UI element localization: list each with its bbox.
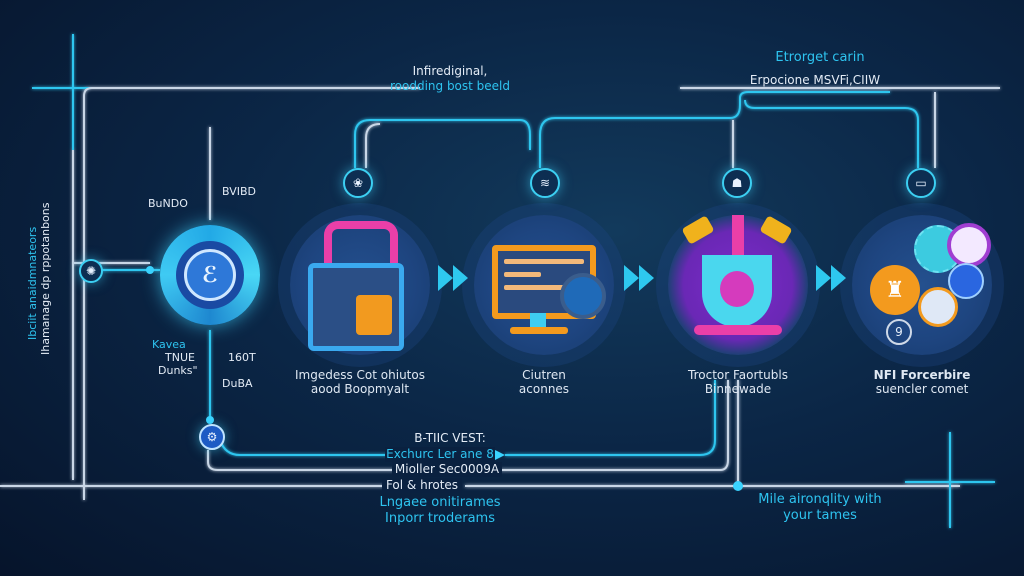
robot-icon xyxy=(356,295,392,335)
sparkle-bottom-right xyxy=(905,432,995,528)
bottom-right-1: Mile aironqlity with xyxy=(758,492,882,507)
token-orange-icon xyxy=(918,287,958,327)
hub-label-top-left: BuNDO xyxy=(148,197,188,210)
bottom-sub-1: Lngaee onitirames xyxy=(379,495,501,510)
bottom-row-3: Fol & hrotes xyxy=(382,478,462,493)
line-bottom-2b xyxy=(500,380,729,471)
hub-label-bottom-right: 160T xyxy=(228,351,256,364)
sparkle-top-left xyxy=(32,34,110,150)
line-loop-4 xyxy=(744,99,919,168)
bottom-row-2: Mioller Sec0009A xyxy=(392,462,502,477)
bottom-sub-2: Inporr troderams xyxy=(385,511,495,526)
shield-crest-icon xyxy=(702,255,772,327)
top-right-subtitle: Erpocione MSVFi,CIIW xyxy=(749,73,881,87)
hub-label-bottom-left-2: TNUE xyxy=(165,351,195,364)
padlock-shackle xyxy=(324,221,398,279)
top-right-title: Etrorget carin xyxy=(775,50,865,65)
left-vertical-subtitle: Ihamanage dp rppotanbons xyxy=(39,202,52,356)
network-node[interactable]: ✺ xyxy=(79,259,103,283)
bottom-right-2: your tames xyxy=(783,508,857,523)
stage-disc-monitor[interactable] xyxy=(474,215,614,355)
gear-icon xyxy=(560,273,606,319)
flower-icon: ❀ xyxy=(352,176,364,190)
stage-node-2[interactable]: ≋ xyxy=(530,168,560,198)
hub-label-bottom: DuBA xyxy=(222,377,253,390)
line-top-outer xyxy=(83,87,420,500)
stage-disc-shield[interactable] xyxy=(668,215,808,355)
laptop-icon: ▭ xyxy=(915,176,927,190)
line-loop-2 xyxy=(539,91,890,168)
nft-tokens-icon: ♜ xyxy=(870,265,920,315)
junction-dot xyxy=(146,266,154,274)
line-bottom-2 xyxy=(207,450,395,471)
monitor-stand xyxy=(530,313,546,327)
stage-disc-padlock[interactable] xyxy=(290,215,430,355)
token-small-icon: 9 xyxy=(886,319,912,345)
junction-dot xyxy=(733,481,743,491)
line-bottom-1b xyxy=(505,380,716,456)
hub-label-top-right: BVIBD xyxy=(222,185,256,198)
network-icon: ✺ xyxy=(85,264,97,278)
top-center-subtitle: roodding bost beeld xyxy=(389,79,511,93)
hub-ring[interactable]: ℰ xyxy=(160,225,260,325)
token-purple-icon xyxy=(947,223,991,267)
hub-core: ℰ xyxy=(176,241,244,309)
stage-node-3[interactable]: ☗ xyxy=(722,168,752,198)
stage-disc-tokens[interactable]: ♜ 9 xyxy=(852,215,992,355)
arrow-tip xyxy=(495,450,505,460)
stack-icon: ≋ xyxy=(539,176,551,190)
junction-dot xyxy=(206,416,214,424)
fast-forward-arrow-icon xyxy=(624,265,654,291)
left-vertical-title: Ibciit anaidmnateors xyxy=(26,226,39,340)
fast-forward-arrow-icon xyxy=(438,265,468,291)
hub-label-bottom-left-3: Dunks" xyxy=(158,364,198,377)
fast-forward-arrow-icon xyxy=(816,265,846,291)
hub-logo-icon: ℰ xyxy=(184,249,236,301)
settings-node[interactable]: ⚙ xyxy=(199,424,225,450)
gear-cluster-icon: ⚙ xyxy=(206,430,218,444)
stage-node-1[interactable]: ❀ xyxy=(343,168,373,198)
shield-ribbon xyxy=(694,325,782,335)
monitor-base xyxy=(510,327,568,334)
top-center-title: Infirediginal, xyxy=(412,64,488,78)
hub-label-bottom-left-1: Kavea xyxy=(152,338,186,351)
stage-node-4[interactable]: ▭ xyxy=(906,168,936,198)
token-blue-icon xyxy=(948,263,984,299)
line-loop-1 xyxy=(354,119,531,168)
bottom-row-1: Exchurc Ler ane 8 xyxy=(385,447,495,462)
bottom-title: B-TIIC VEST: xyxy=(414,431,486,445)
shield-pole xyxy=(732,215,744,255)
line-loop-3 xyxy=(365,123,381,168)
group-icon: ☗ xyxy=(731,176,743,190)
